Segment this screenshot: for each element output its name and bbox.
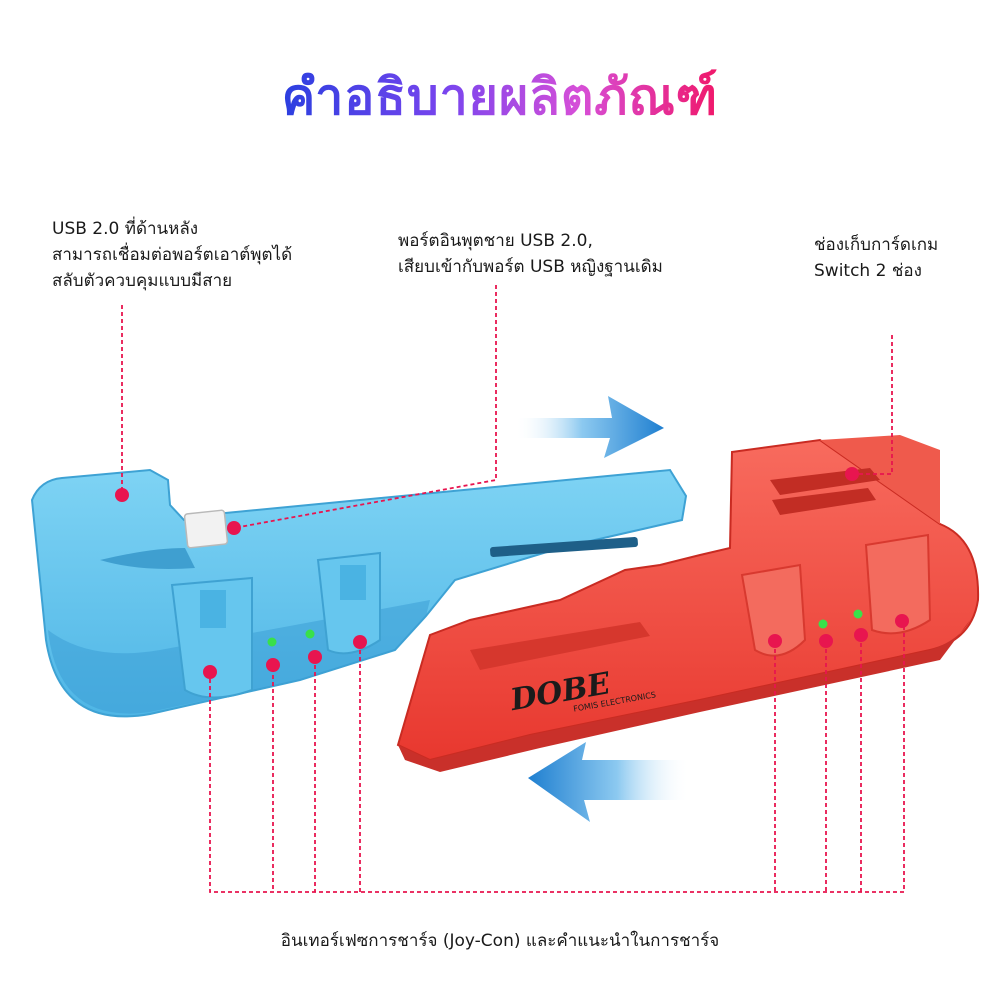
callout-markers [115,467,909,679]
led-indicator [267,637,277,647]
blue-charging-dock [30,468,688,718]
arrow-right-icon [515,396,664,458]
marker-dot [353,635,367,649]
marker-dot [854,628,868,642]
marker-dot [115,488,129,502]
marker-dot [203,665,217,679]
callout-charging-text: อินเทอร์เฟซการชาร์จ (Joy-Con) และคำแนะนำ… [280,931,720,951]
callout-usb-rear-line1: USB 2.0 ที่ด้านหลัง [52,219,199,239]
callout-usb-port-line1: พอร์ตอินพุตชาย USB 2.0, [398,231,593,251]
marker-dot [768,634,782,648]
callout-card-slot-line2: Switch 2 ช่อง [814,261,922,281]
callout-usb-port-line2: เสียบเข้ากับพอร์ต USB หญิงฐานเดิม [398,257,663,277]
charging-led-indicators [267,609,863,647]
marker-dot [227,521,241,535]
callout-usb-rear-line3: สลับตัวควบคุมแบบมีสาย [52,271,233,291]
arrow-left-icon [528,742,690,822]
page-title: คำอธิบายผลิตภัณฑ์ [0,58,1000,137]
callout-usb-port: พอร์ตอินพุตชาย USB 2.0, เสียบเข้ากับพอร์… [398,228,663,280]
callout-card-slot: ช่องเก็บการ์ดเกม Switch 2 ช่อง [814,232,938,284]
page-title-text: คำอธิบายผลิตภัณฑ์ [281,68,719,126]
callout-usb-rear-line2: สามารถเชื่อมต่อพอร์ตเอาต์พุตได้ [52,245,293,265]
marker-dot [308,650,322,664]
callout-charging-interface: อินเทอร์เฟซการชาร์จ (Joy-Con) และคำแนะนำ… [0,928,1000,954]
marker-dot [895,614,909,628]
callout-usb-rear: USB 2.0 ที่ด้านหลัง สามารถเชื่อมต่อพอร์ต… [52,216,292,294]
marker-dot [845,467,859,481]
led-indicator [853,609,863,619]
led-indicator [305,629,315,639]
red-charging-dock: DOBE FOMIS ELECTRONICS [396,435,980,772]
led-indicator [818,619,828,629]
marker-dot [266,658,280,672]
marker-dot [819,634,833,648]
callout-leader-lines [121,285,905,893]
callout-card-slot-line1: ช่องเก็บการ์ดเกม [814,235,939,255]
